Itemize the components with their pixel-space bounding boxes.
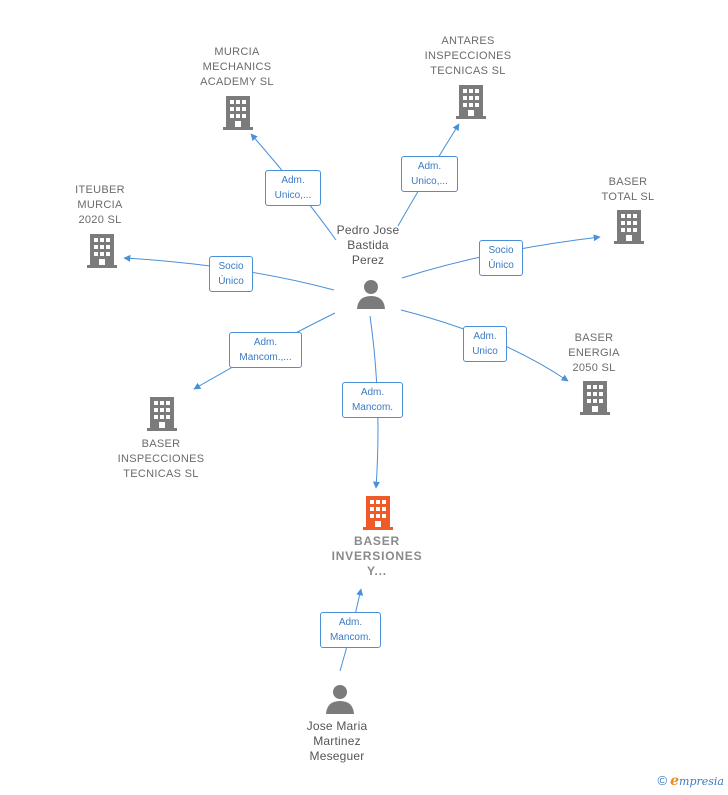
person-icon[interactable] xyxy=(356,279,386,309)
focus-building-icon[interactable] xyxy=(362,496,394,530)
building-icon[interactable] xyxy=(456,85,486,119)
empresia-logo[interactable]: ©empresia xyxy=(658,773,724,789)
building-icon[interactable] xyxy=(87,234,117,268)
node-label-iteuber-murcia[interactable]: ITEUBER MURCIA 2020 SL xyxy=(75,184,125,226)
building-icon[interactable] xyxy=(223,96,253,130)
node-label-baser-inversiones[interactable]: BASER INVERSIONES Y... xyxy=(331,534,423,578)
building-icon[interactable] xyxy=(614,210,644,244)
node-label-baser-energia[interactable]: BASER ENERGIA 2050 SL xyxy=(568,332,620,374)
edge-label-iteuber[interactable]: Socio Único xyxy=(209,256,253,292)
person-icon[interactable] xyxy=(325,684,355,714)
edge-label-antares[interactable]: Adm. Unico,... xyxy=(401,156,458,192)
brand-name: mpresia xyxy=(679,775,724,788)
copyright-icon: © xyxy=(657,773,668,788)
edge-label-baser-inspecciones[interactable]: Adm. Mancom.,... xyxy=(229,332,302,368)
node-label-baser-inspecciones[interactable]: BASER INSPECCIONES TECNICAS SL xyxy=(117,438,205,480)
edge-label-baser-total[interactable]: Socio Único xyxy=(479,240,523,276)
building-icon[interactable] xyxy=(147,397,177,431)
node-label-murcia-mechanics-academy[interactable]: MURCIA MECHANICS ACADEMY SL xyxy=(200,46,274,88)
node-label-pedro-jose-bastida-perez[interactable]: Pedro Jose Bastida Perez xyxy=(336,223,400,267)
edge-label-murcia[interactable]: Adm. Unico,... xyxy=(265,170,321,206)
building-icon[interactable] xyxy=(580,381,610,415)
node-label-baser-total[interactable]: BASER TOTAL SL xyxy=(601,176,655,203)
edge-label-baser-energia[interactable]: Adm. Unico xyxy=(463,326,507,362)
brand-initial: e xyxy=(670,773,680,789)
node-label-jose-maria-martinez-meseguer[interactable]: Jose Maria Martinez Meseguer xyxy=(306,719,368,763)
node-label-antares-inspecciones[interactable]: ANTARES INSPECCIONES TECNICAS SL xyxy=(424,35,512,77)
edge-label-jose-inversiones[interactable]: Adm. Mancom. xyxy=(320,612,381,648)
edge-label-baser-inversiones[interactable]: Adm. Mancom. xyxy=(342,382,403,418)
